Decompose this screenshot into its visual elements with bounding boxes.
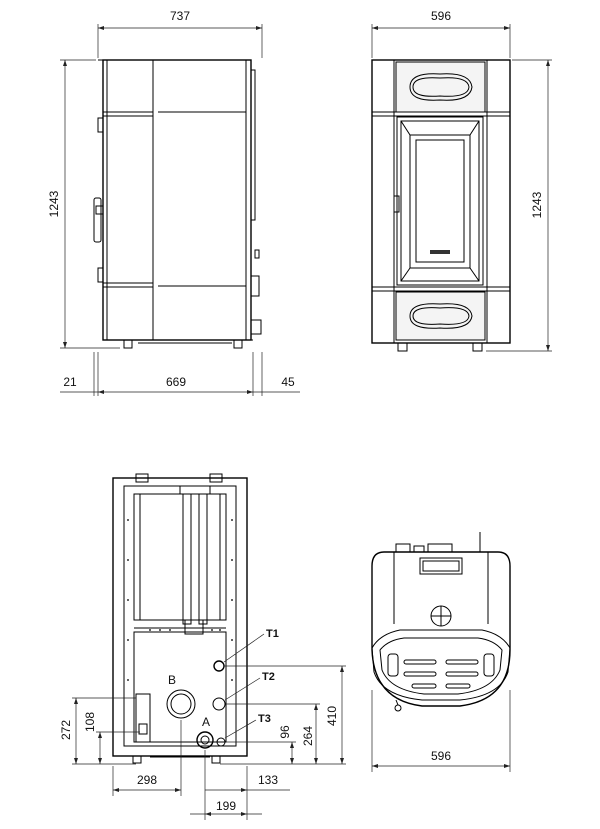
side-right-offset-dim: 45 [281,375,295,389]
rear-dim-108: 108 [83,712,97,732]
front-view: 596 1243 [371,9,552,352]
rear-dim-298: 298 [137,773,157,787]
front-width-dim: 596 [431,9,451,23]
rear-label-t1: T1 [266,628,279,640]
rear-label-t3: T3 [258,713,271,725]
rear-label-a: A [202,715,210,729]
rear-label-b: B [168,673,176,687]
rear-dim-410: 410 [325,706,339,726]
top-width-dim: 596 [431,749,451,763]
side-view: 737 1243 21 669 45 [47,9,300,396]
side-height-dim: 1243 [47,190,61,217]
rear-dim-199: 199 [216,799,236,813]
rear-dim-96: 96 [278,725,292,739]
rear-dim-264: 264 [301,726,315,746]
rear-view: T1 T2 T3 B A 272 108 96 264 [59,473,346,820]
rear-label-t2: T2 [262,671,275,683]
front-height-dim: 1243 [530,191,544,218]
top-view: 596 [371,532,511,772]
side-body-depth-dim: 669 [166,375,186,389]
rear-dim-272: 272 [59,720,73,740]
side-left-offset-dim: 21 [63,375,77,389]
rear-dim-133: 133 [258,773,278,787]
side-width-dim: 737 [170,9,190,23]
